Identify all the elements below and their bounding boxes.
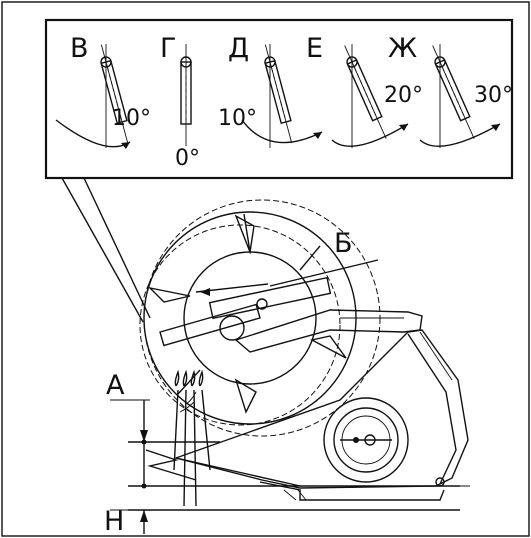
position-label-d: Д — [228, 33, 249, 64]
angle-arc-zh — [419, 123, 501, 147]
position-label-zh: Ж — [388, 33, 417, 64]
inset-box — [44, 18, 514, 180]
auger-inner — [333, 407, 399, 473]
reel-arm-left — [147, 286, 191, 303]
header-housing — [173, 329, 469, 501]
position-label-g: Г — [160, 33, 176, 64]
callout-b: Б — [269, 228, 379, 287]
angle-label-g: 0° — [175, 146, 200, 171]
angle-arc-d — [241, 119, 323, 144]
eccentric-bar-lower — [159, 303, 261, 347]
angle-label-zh: 30° — [474, 83, 513, 108]
angle-label-v: 10° — [112, 106, 151, 131]
callout-lines — [61, 177, 151, 323]
tine-glyph-g — [180, 44, 192, 146]
reel-hub-ring — [183, 251, 317, 385]
inset-positions — [55, 44, 501, 149]
reel-outline — [143, 211, 357, 425]
eccentric-bar-upper — [208, 276, 332, 320]
angle-label-d: 10° — [218, 106, 257, 131]
position-label-e: Е — [306, 33, 323, 64]
angle-arc-e — [331, 123, 409, 147]
tine-glyph-d — [264, 44, 293, 144]
position-label-v: В — [70, 33, 89, 64]
auger-outer — [323, 397, 409, 483]
angle-label-e: 20° — [384, 83, 423, 108]
header-body — [173, 329, 469, 489]
reel-arm-bottom — [234, 378, 257, 414]
reel-axle — [256, 298, 268, 310]
label-h: Н — [104, 506, 124, 537]
eccentric-pivot — [219, 315, 245, 341]
reference-lines — [110, 399, 470, 534]
cutter-bar — [259, 481, 445, 501]
reel-arm-right — [309, 335, 347, 359]
label-a: А — [106, 370, 125, 401]
auger-shaft — [364, 434, 376, 446]
tine-glyph-zh — [432, 45, 475, 139]
label-b: Б — [334, 228, 353, 259]
